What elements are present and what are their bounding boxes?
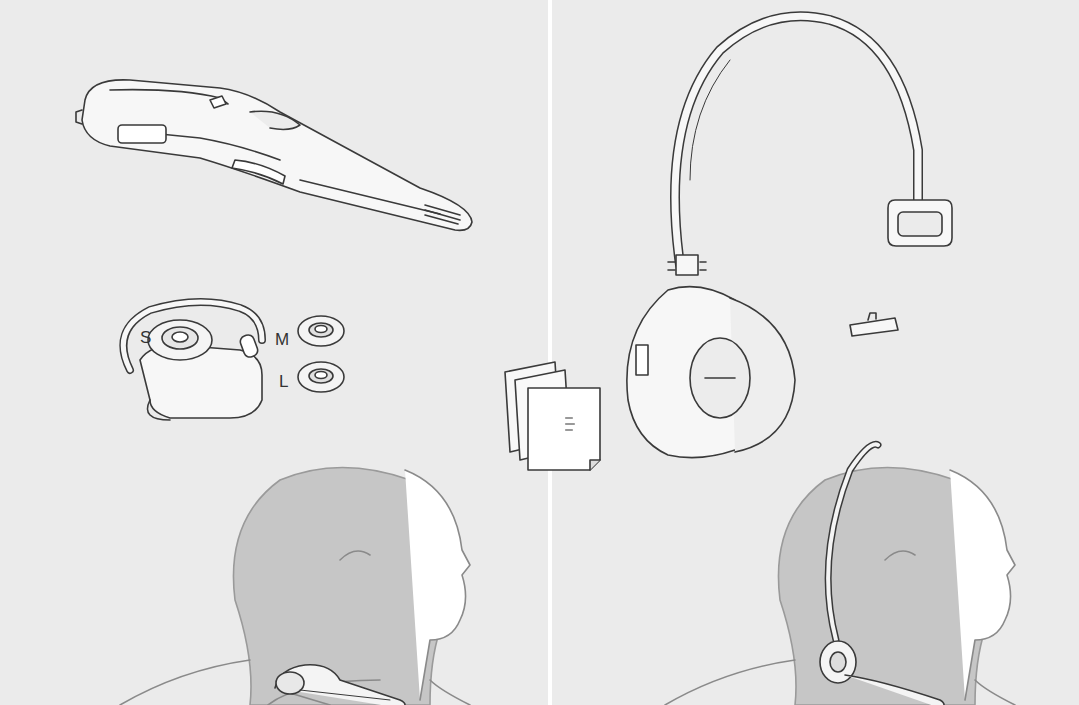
size-label: S xyxy=(140,329,151,346)
head-headband xyxy=(665,444,1015,705)
left-panel xyxy=(0,0,548,705)
headband-headset xyxy=(627,16,952,457)
headset-body xyxy=(76,80,472,231)
size-label: M xyxy=(275,331,289,348)
documents-icon xyxy=(505,362,600,470)
right-panel xyxy=(552,0,1079,705)
ear-cushion xyxy=(298,316,344,392)
earhook xyxy=(123,302,262,420)
head-earhook xyxy=(120,468,470,705)
size-label: L xyxy=(279,373,288,390)
